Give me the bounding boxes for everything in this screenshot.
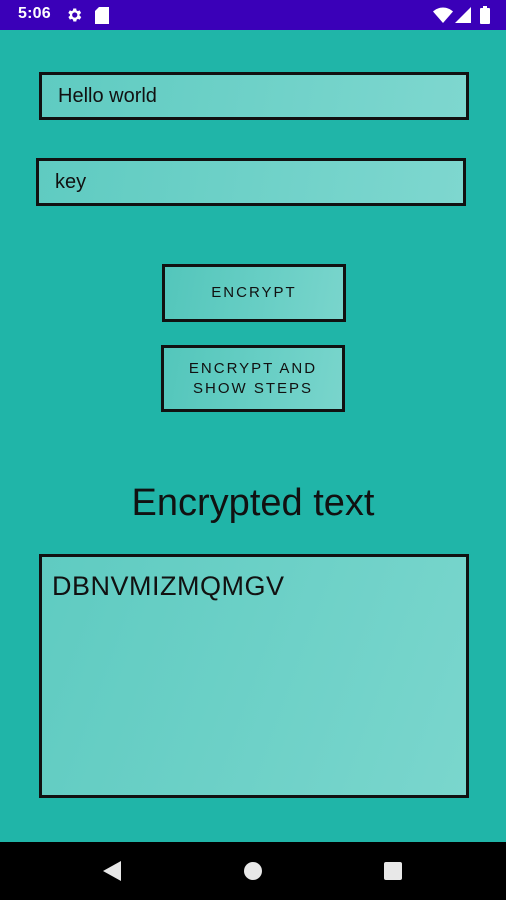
app-content: ENCRYPT ENCRYPT AND SHOW STEPS Encrypted… [0, 30, 506, 842]
encrypted-output-box: DBNVMIZMQMGV [39, 554, 469, 798]
gear-icon [64, 0, 84, 30]
back-icon[interactable] [82, 842, 142, 900]
plaintext-input[interactable] [39, 72, 469, 120]
status-time: 5:06 [18, 5, 51, 22]
wifi-icon [432, 0, 454, 30]
encrypted-output-text: DBNVMIZMQMGV [52, 571, 285, 601]
home-icon[interactable] [223, 842, 283, 900]
sd-card-icon [94, 0, 110, 30]
navigation-bar [0, 842, 506, 900]
cell-signal-icon [454, 0, 472, 30]
battery-icon [478, 0, 492, 30]
key-input[interactable] [36, 158, 466, 206]
encrypt-button[interactable]: ENCRYPT [162, 264, 346, 322]
status-bar: 5:06 [0, 0, 506, 30]
encrypt-and-show-steps-button[interactable]: ENCRYPT AND SHOW STEPS [161, 345, 345, 412]
recents-icon[interactable] [363, 842, 423, 900]
encrypted-text-heading: Encrypted text [131, 482, 375, 524]
